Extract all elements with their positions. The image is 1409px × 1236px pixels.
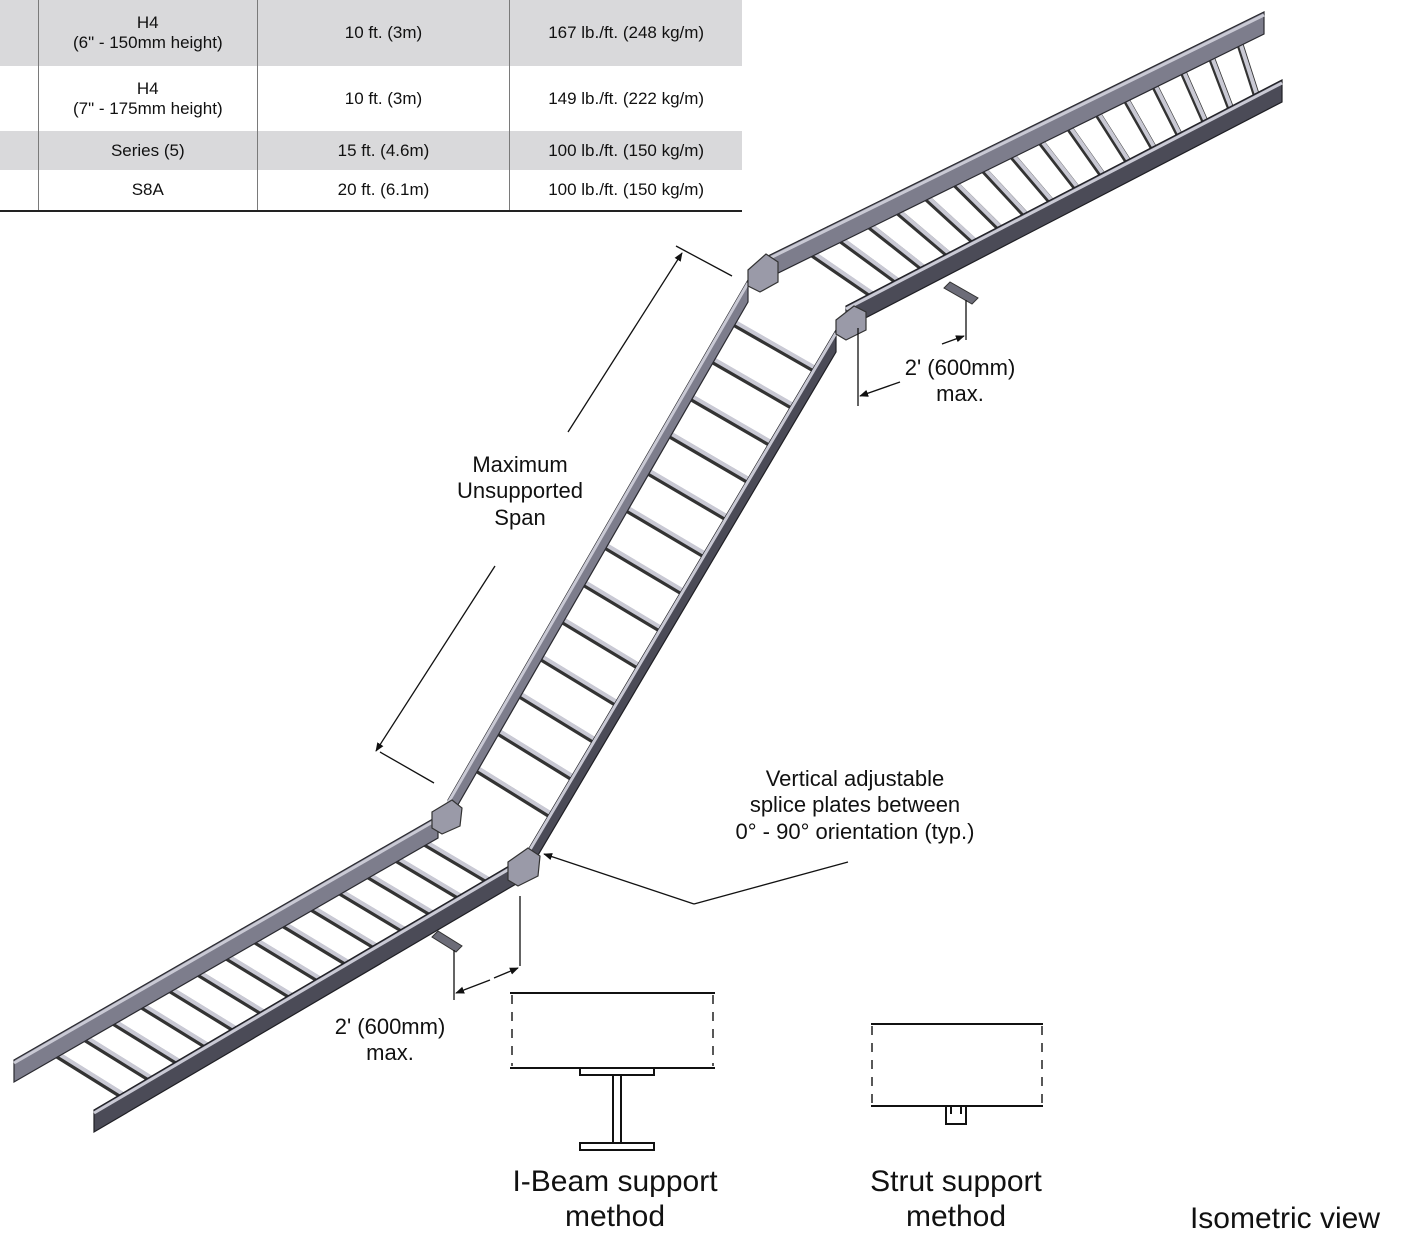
load-cell: 100 lb./ft. (150 kg/m) [509,131,742,170]
support-struts-iso [431,281,979,953]
ladder-rung-highlight [682,389,772,444]
splice-plate-top-left [747,253,779,293]
ibeam-bottom-flange [579,1142,655,1151]
ladder-rung-highlight [554,612,640,666]
max-span-line-3: Span [494,504,546,530]
rail-flange-front [526,332,838,854]
row-marker-cell [0,0,39,66]
rail-flange-front [845,81,1283,311]
series-cell: H4(6" - 150mm height) [37,0,258,66]
ladder-rung-highlight [489,724,574,778]
support-dim-bottom-b [493,967,519,979]
splice-leader-arrow [543,853,695,905]
support-top-line-1: 2' (600mm) [904,355,1016,380]
rail-flange-front [93,863,517,1115]
strut-line-2: method [905,1200,1007,1234]
ladder-rung-highlight [725,315,815,369]
span-dimension-lower [375,565,496,752]
series-height: (7" - 175mm height) [72,98,223,118]
ibeam-web [612,1074,622,1144]
rail-flange-back [446,282,750,804]
ibeam-top-flange [579,1067,655,1076]
series-cell: S8A [37,170,258,212]
max-span-line-1: Maximum [472,452,568,477]
span-extension-bottom [379,751,435,784]
ladder-rung-highlight [618,501,706,555]
dimension-lines [375,245,967,1000]
span-cell: 15 ft. (4.6m) [256,131,510,170]
ladder-rung-highlight [704,352,793,407]
splice-plate-top-right [835,305,867,341]
series-name: H4 [136,78,159,98]
series-name: H4 [136,13,159,32]
support-dim-top-b [941,335,965,345]
ladder-tray-lower-section [13,814,517,1134]
ladder-rung-highlight [639,463,728,518]
support-distance-top-label: 2' (600mm) max. [880,355,1040,408]
span-cell: 20 ft. (6.1m) [256,170,510,212]
table-row: H4(6" - 150mm height) 10 ft. (3m) 167 lb… [0,0,742,66]
load-cell: 100 lb./ft. (150 kg/m) [509,170,742,212]
ibeam-line-1: I-Beam support [512,1165,718,1198]
splice-line-3: 0° - 90° orientation (typ.) [735,818,975,844]
ladder-rung-highlight [575,575,662,629]
rail-flange-back [13,817,439,1065]
load-cell: 167 lb./ft. (248 kg/m) [509,0,742,66]
splice-plate-bottom-right [507,847,541,887]
ibeam-line-2: method [564,1200,666,1234]
ladder-rung-highlight [532,649,618,704]
series-cell: Series (5) [37,131,258,170]
ibeam-detail [510,992,715,1151]
row-marker-cell [0,131,39,170]
splice-line-1: Vertical adjustable [765,766,945,791]
support-dim-top [859,381,901,397]
rail-flange-back [767,13,1265,261]
strut-method-label: Strut support method [840,1164,1072,1235]
support-top-line-2: max. [936,381,984,407]
row-marker-cell [0,170,39,212]
strut-bottom [431,930,463,953]
splice-plate-label: Vertical adjustable splice plates betwee… [700,766,1010,845]
support-bottom-line-2: max. [366,1040,414,1066]
ladder-rung-highlight [468,761,552,815]
table-row: S8A 20 ft. (6.1m) 100 lb./ft. (150 kg/m) [0,170,742,212]
view-title: Isometric view [1189,1202,1381,1235]
max-span-line-2: Unsupported [457,478,583,504]
splice-line-2: splice plates between [749,792,961,818]
ladder-rung-highlight [661,426,750,481]
strut-detail [871,1023,1043,1125]
load-cell: 149 lb./ft. (222 kg/m) [509,66,742,131]
ladder-tray-upper-section [767,11,1283,329]
span-dimension-upper [567,252,683,433]
series-cell: H4(7" - 175mm height) [37,66,258,131]
max-span-label: Maximum Unsupported Span [420,452,620,531]
support-bottom-line-1: 2' (600mm) [334,1014,446,1039]
ladder-rung-highlight [596,538,684,592]
row-marker-cell [0,66,38,131]
table-row: H4(7" - 175mm height) 10 ft. (3m) 149 lb… [0,66,742,131]
span-cell: 10 ft. (3m) [256,66,510,131]
side-rail-back [13,814,439,1084]
ladder-rung-highlight [511,686,596,741]
ibeam-method-label: I-Beam support method [480,1164,750,1235]
span-extension-top [675,245,733,277]
series-height: (6" - 150mm height) [72,33,223,52]
table-row: Series (5) 15 ft. (4.6m) 100 lb./ft. (15… [0,131,742,170]
support-distance-bottom-label: 2' (600mm) max. [310,1014,470,1067]
support-dim-bottom [455,979,491,994]
splice-plate-bottom-left [431,799,463,835]
span-cell: 10 ft. (3m) [256,0,510,66]
span-load-table: H4(6" - 150mm height) 10 ft. (3m) 167 lb… [0,0,742,212]
splice-leader [693,861,849,905]
strut-channel [945,1106,967,1125]
strut-top [943,281,979,305]
strut-line-1: Strut support [870,1165,1042,1198]
ladder-tray-sloped-section [446,277,838,875]
